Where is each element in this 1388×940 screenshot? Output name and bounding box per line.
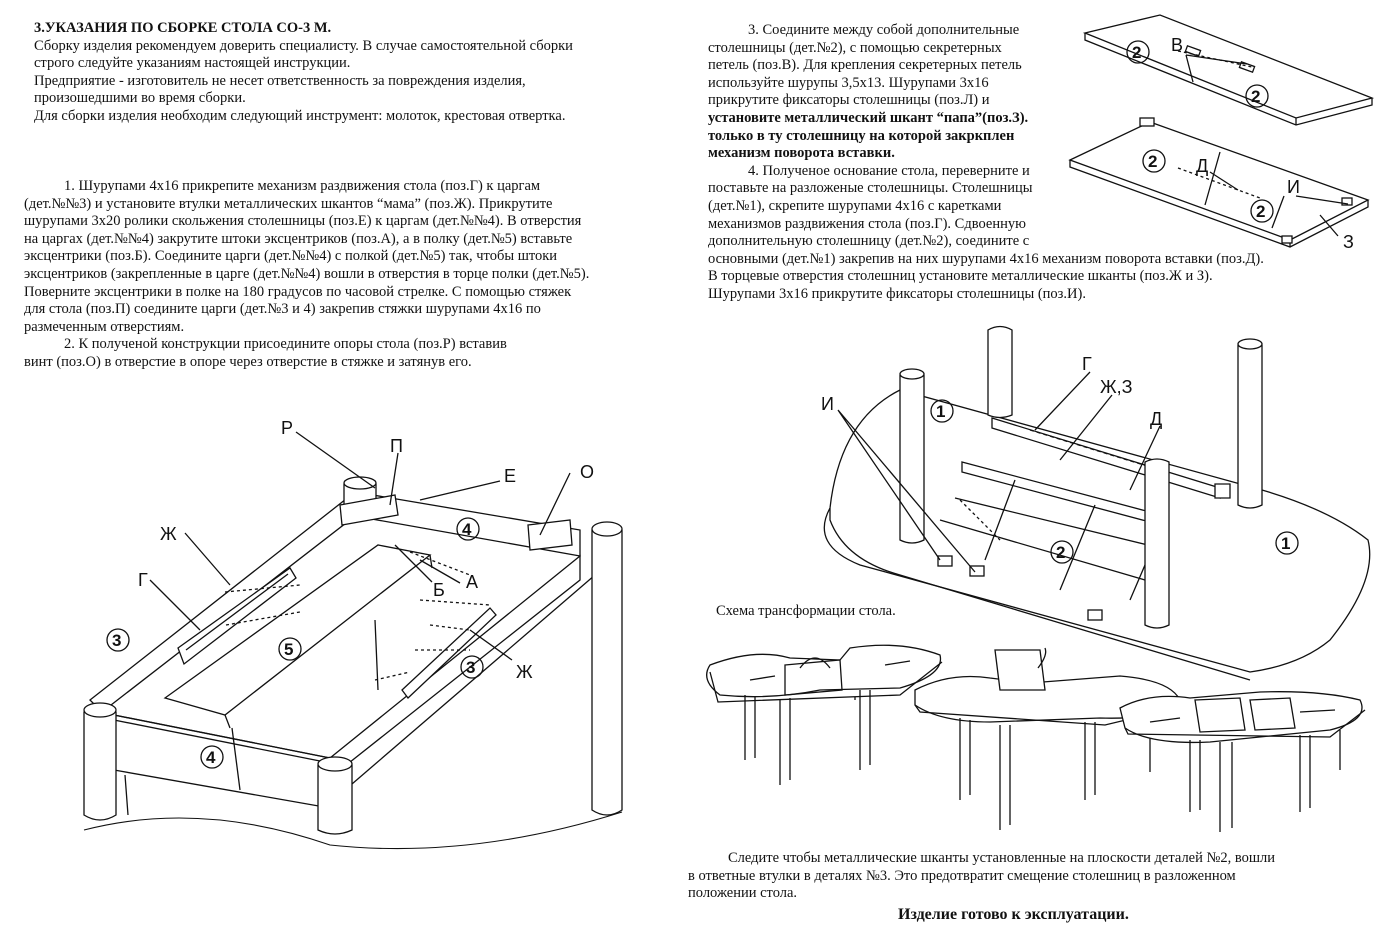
label-V: В: [1171, 35, 1183, 55]
step-line: 3. Соедините между собой дополнительные: [748, 22, 1020, 38]
tabletops-figure: 2 2 В 2 2 Д И З: [1068, 14, 1375, 252]
step-line: (дет.№№3) и установите втулки металличес…: [24, 195, 553, 212]
label-Zh2: Ж: [516, 662, 533, 682]
intro-line: Предприятие - изготовитель не несет отве…: [34, 72, 526, 89]
part-number: 3: [112, 631, 121, 650]
part-number: 2: [1056, 543, 1065, 562]
scheme-caption: Схема трансформации стола.: [716, 603, 896, 619]
transformation-scheme: [706, 644, 1366, 832]
step-line: Поверните эксцентрики в полке на 180 гра…: [24, 283, 572, 300]
intro-line: Для сборки изделия необходим следующий и…: [34, 107, 566, 124]
step-line-bold: механизм поворота вставки.: [708, 145, 895, 162]
label-G: Г: [1082, 354, 1092, 374]
assembly-figure: Р П Е О Ж Г Б А Ж 4 3 5 3 4: [83, 418, 623, 850]
base-figure: И Г Ж,З Д 1 2 1: [821, 325, 1371, 681]
label-Z: З: [1343, 232, 1354, 252]
step-line: для стола (поз.П) соедините царги (дет.№…: [24, 301, 541, 318]
intro-line: произошедшими во время сборки.: [34, 90, 246, 107]
step-line: В торцевые отверстия столешниц установит…: [708, 268, 1213, 285]
step-line: 4. Полученое основание стола, перевернит…: [748, 162, 1030, 179]
step-line: винт (поз.О) в отверстие в опоре через о…: [24, 353, 472, 370]
label-P: П: [390, 436, 403, 456]
step-line: используйте шурупы 3,5х13. Шурупами 3х16: [708, 74, 989, 91]
step-line: шурупами 3х20 ролики скольжения столешни…: [24, 213, 582, 230]
part-number: 2: [1256, 202, 1265, 221]
label-E: Е: [504, 466, 516, 486]
step-line-bold: только в ту столешницу на которой закркп…: [708, 127, 1015, 144]
final-statement: Изделие готово к эксплуатации.: [898, 906, 1129, 923]
part-number: 2: [1148, 152, 1157, 171]
label-G: Г: [138, 570, 148, 590]
intro-line: Сборку изделия рекомендуем доверить спец…: [34, 37, 573, 54]
step-line: Шурупами 3х16 прикрутите фиксаторы столе…: [708, 285, 1086, 302]
step-line: эксцентрики (поз.Б). Соедините царги (де…: [24, 248, 558, 265]
intro-line: строго следуйте указаниям настоящей инст…: [34, 55, 351, 72]
part-number: 5: [284, 640, 293, 659]
step-line: столешницы (дет.№2), с помощью секретерн…: [708, 39, 1002, 56]
part-number: 1: [936, 402, 945, 421]
note-line: Следите чтобы металлические шканты устан…: [728, 850, 1275, 866]
step-1-text: 1. Шурупами 4х16 прикрепите механизм раз…: [24, 178, 589, 372]
step-line: эксцентриков (закрепленные в царге (дет.…: [24, 265, 590, 282]
step-3-text: 3. Соедините между собой дополнительные …: [708, 22, 1264, 304]
step-line: прикрутите фиксаторы столешницы (поз.Л) …: [708, 92, 990, 109]
step-line: петель (поз.В). Для крепления секретерны…: [708, 57, 1022, 74]
step-line: на царгах (дет.№№4) закрутите штоки эксц…: [24, 230, 573, 247]
step-line: основными (дет.№1) закрепив на них шуруп…: [708, 250, 1264, 267]
step-line-bold: установите металлический шкант “папа”(по…: [708, 109, 1029, 126]
footer-note: Следите чтобы металлические шканты устан…: [688, 850, 1275, 903]
step-line: механизмов раздвижения стола (поз.Г). Сд…: [708, 215, 1026, 232]
step-line: (дет.№1), скрепите шурупами 4х16 с карет…: [708, 197, 1002, 214]
part-number: 3: [466, 658, 475, 677]
label-I: И: [1287, 177, 1300, 197]
part-number: 4: [206, 748, 216, 767]
step-line: 2. К полученой конструкции присоедините …: [64, 336, 507, 353]
label-B: Б: [433, 580, 445, 600]
label-ZhZ: Ж,З: [1100, 377, 1133, 397]
part-number: 1: [1281, 534, 1290, 553]
label-Zh: Ж: [160, 524, 177, 544]
label-R: Р: [281, 418, 293, 438]
label-D: Д: [1150, 409, 1162, 429]
step-line: дополнительную столешницу (дет.№2), соед…: [708, 233, 1030, 250]
label-D: Д: [1196, 156, 1208, 176]
page-title: 3.УКАЗАНИЯ ПО СБОРКЕ СТОЛА СО-3 М.: [34, 20, 332, 36]
note-line: в ответные втулки в деталях №3. Это пред…: [688, 867, 1236, 884]
part-number: 2: [1251, 87, 1260, 106]
step-line: размеченным отверстиям.: [24, 318, 185, 335]
label-A: А: [466, 572, 478, 592]
label-O: О: [580, 462, 594, 482]
step-line: 1. Шурупами 4х16 прикрепите механизм раз…: [64, 178, 541, 194]
note-line: положении стола.: [688, 885, 798, 902]
part-number: 4: [462, 520, 472, 539]
part-number: 2: [1132, 43, 1141, 62]
label-I: И: [821, 394, 834, 414]
intro-block: 3.УКАЗАНИЯ ПО СБОРКЕ СТОЛА СО-3 М. Сборк…: [34, 20, 573, 126]
step-line: поставьте на разложеные столешницы. Стол…: [708, 180, 1033, 197]
